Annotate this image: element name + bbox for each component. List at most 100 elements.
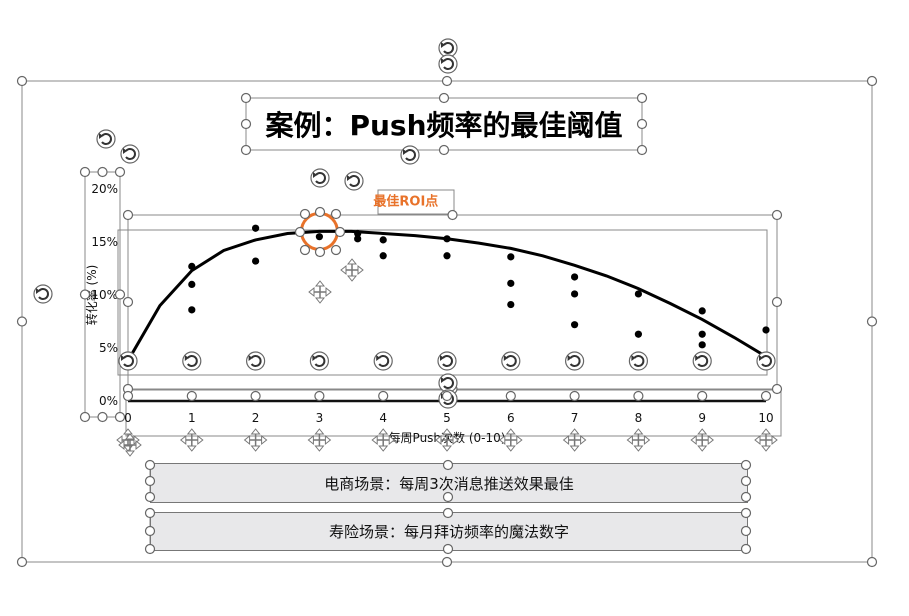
resize-handle[interactable] bbox=[314, 390, 325, 402]
rotate-handle-icon[interactable] bbox=[692, 351, 712, 371]
resize-handle[interactable] bbox=[633, 390, 644, 402]
rotate-handle-icon[interactable] bbox=[400, 145, 420, 165]
resize-handle[interactable] bbox=[16, 556, 28, 568]
rotate-handle-icon[interactable] bbox=[564, 351, 585, 371]
resize-handle[interactable] bbox=[79, 411, 91, 423]
resize-handle[interactable] bbox=[447, 209, 458, 221]
resize-handle[interactable] bbox=[330, 208, 342, 220]
resize-handle[interactable] bbox=[636, 144, 648, 156]
resize-handle[interactable] bbox=[122, 390, 134, 402]
resize-handle[interactable] bbox=[122, 296, 134, 308]
rotate-handle-icon[interactable] bbox=[246, 351, 266, 371]
resize-handle[interactable] bbox=[97, 166, 108, 178]
rotate-handle-icon[interactable] bbox=[373, 351, 393, 371]
resize-handle[interactable] bbox=[441, 75, 453, 87]
resize-handle[interactable] bbox=[569, 390, 580, 402]
resize-handle[interactable] bbox=[186, 390, 197, 402]
resize-handle[interactable] bbox=[79, 166, 91, 178]
move-handle-icon[interactable] bbox=[179, 428, 204, 452]
resize-handle[interactable] bbox=[771, 296, 783, 308]
resize-handle[interactable] bbox=[144, 525, 156, 537]
move-handle-icon[interactable] bbox=[116, 428, 140, 452]
resize-handle[interactable] bbox=[144, 459, 156, 471]
resize-handle[interactable] bbox=[866, 75, 878, 87]
resize-handle[interactable] bbox=[740, 543, 752, 555]
rotate-handle-icon[interactable] bbox=[501, 351, 521, 371]
resize-handle[interactable] bbox=[442, 507, 454, 519]
move-handle-icon[interactable] bbox=[754, 428, 778, 452]
resize-handle[interactable] bbox=[636, 92, 648, 104]
resize-handle[interactable] bbox=[866, 316, 878, 327]
resize-handle[interactable] bbox=[122, 209, 134, 221]
resize-handle[interactable] bbox=[438, 92, 450, 104]
resize-handle[interactable] bbox=[441, 390, 453, 402]
resize-handle[interactable] bbox=[114, 289, 126, 300]
move-handle-icon[interactable] bbox=[626, 428, 651, 452]
resize-handle[interactable] bbox=[866, 556, 878, 568]
resize-handle[interactable] bbox=[240, 92, 252, 104]
resize-handle[interactable] bbox=[330, 244, 342, 256]
move-handle-icon[interactable] bbox=[690, 428, 715, 452]
rotate-handle-icon[interactable] bbox=[309, 351, 329, 371]
move-handle-icon[interactable] bbox=[371, 428, 396, 452]
resize-handle[interactable] bbox=[16, 75, 28, 87]
resize-handle[interactable] bbox=[438, 144, 450, 156]
resize-handle[interactable] bbox=[771, 209, 783, 221]
resize-handle[interactable] bbox=[144, 543, 156, 555]
rotate-handle-icon[interactable] bbox=[628, 351, 649, 371]
move-handle-icon[interactable] bbox=[435, 428, 459, 452]
resize-handle[interactable] bbox=[114, 166, 126, 178]
resize-handle[interactable] bbox=[144, 475, 156, 487]
resize-handle[interactable] bbox=[299, 244, 311, 256]
resize-handle[interactable] bbox=[294, 226, 306, 238]
rotate-handle-icon[interactable] bbox=[437, 351, 457, 371]
resize-handle[interactable] bbox=[441, 556, 453, 568]
resize-handle[interactable] bbox=[240, 144, 252, 156]
resize-handle[interactable] bbox=[740, 507, 752, 519]
resize-handle[interactable] bbox=[97, 411, 108, 423]
resize-handle[interactable] bbox=[378, 390, 389, 402]
rotate-handle-icon[interactable] bbox=[120, 144, 140, 164]
rotate-handle-icon[interactable] bbox=[756, 351, 776, 371]
resize-handle[interactable] bbox=[334, 226, 346, 238]
slide-title[interactable]: 案例：Push频率的最佳阈值 bbox=[265, 109, 623, 142]
resize-handle[interactable] bbox=[144, 491, 156, 503]
resize-handle[interactable] bbox=[114, 411, 126, 423]
resize-handle[interactable] bbox=[442, 459, 454, 471]
resize-handle[interactable] bbox=[79, 289, 91, 300]
resize-handle[interactable] bbox=[697, 390, 708, 402]
resize-handle[interactable] bbox=[442, 543, 454, 555]
resize-handle[interactable] bbox=[16, 316, 28, 327]
move-handle-icon[interactable] bbox=[308, 280, 332, 304]
move-handle-icon[interactable] bbox=[562, 428, 587, 452]
rotate-handle-icon[interactable] bbox=[118, 351, 138, 371]
resize-handle[interactable] bbox=[771, 383, 783, 395]
resize-handle[interactable] bbox=[240, 118, 252, 130]
rotate-handle-icon[interactable] bbox=[310, 168, 330, 188]
resize-handle[interactable] bbox=[314, 206, 326, 218]
resize-handle[interactable] bbox=[314, 246, 326, 258]
resize-handle[interactable] bbox=[740, 525, 752, 537]
resize-handle[interactable] bbox=[740, 491, 752, 503]
resize-handle[interactable] bbox=[760, 390, 772, 402]
move-handle-icon[interactable] bbox=[498, 428, 523, 452]
rotate-handle-icon[interactable] bbox=[438, 373, 458, 393]
resize-handle[interactable] bbox=[250, 390, 261, 402]
rotate-handle-icon[interactable] bbox=[438, 38, 458, 58]
rotate-handle-icon[interactable] bbox=[344, 171, 364, 191]
rotate-handle-icon[interactable] bbox=[438, 54, 458, 74]
resize-handle[interactable] bbox=[636, 118, 648, 130]
move-handle-icon[interactable] bbox=[243, 428, 268, 452]
move-handle-icon[interactable] bbox=[118, 433, 142, 457]
rotate-handle-icon[interactable] bbox=[33, 284, 53, 304]
resize-handle[interactable] bbox=[740, 475, 752, 487]
resize-handle[interactable] bbox=[740, 459, 752, 471]
resize-handle[interactable] bbox=[299, 208, 311, 220]
resize-handle[interactable] bbox=[144, 507, 156, 519]
rotate-handle-icon[interactable] bbox=[96, 129, 116, 149]
scenario-box-ecommerce[interactable]: 电商场景：每周3次消息推送效果最佳 bbox=[150, 463, 748, 503]
move-handle-icon[interactable] bbox=[340, 258, 364, 282]
resize-handle[interactable] bbox=[505, 390, 516, 402]
move-handle-icon[interactable] bbox=[307, 428, 332, 452]
rotate-handle-icon[interactable] bbox=[182, 351, 202, 371]
